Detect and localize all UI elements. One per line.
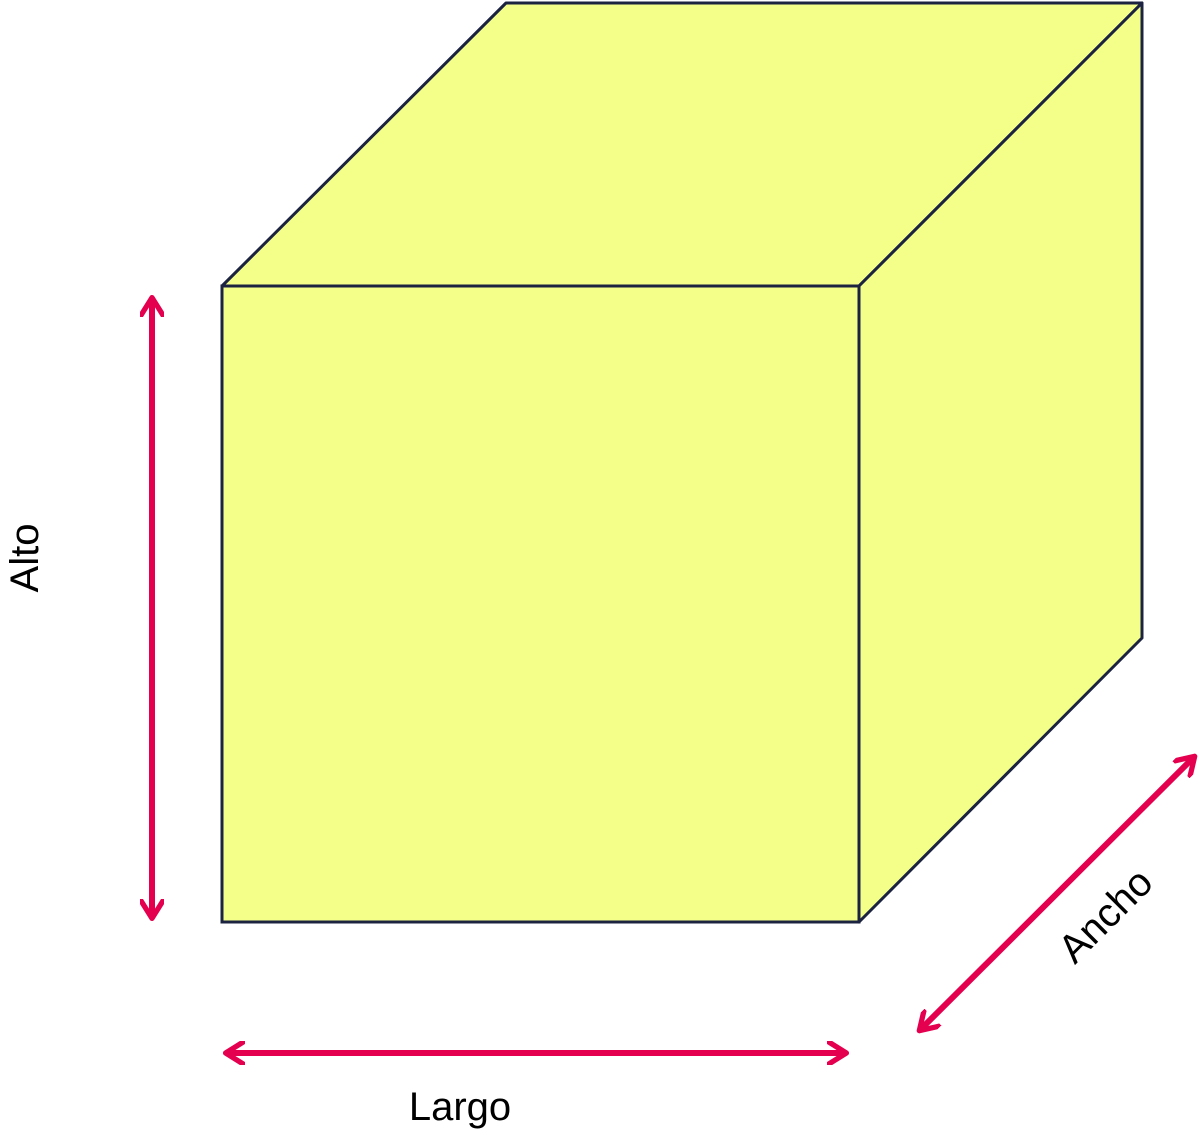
- height-label: Alto: [3, 524, 47, 593]
- length-label: Largo: [409, 1085, 511, 1129]
- width-arrow: [921, 758, 1193, 1029]
- width-label: Ancho: [1050, 860, 1161, 971]
- cube-front-face: [220, 284, 861, 924]
